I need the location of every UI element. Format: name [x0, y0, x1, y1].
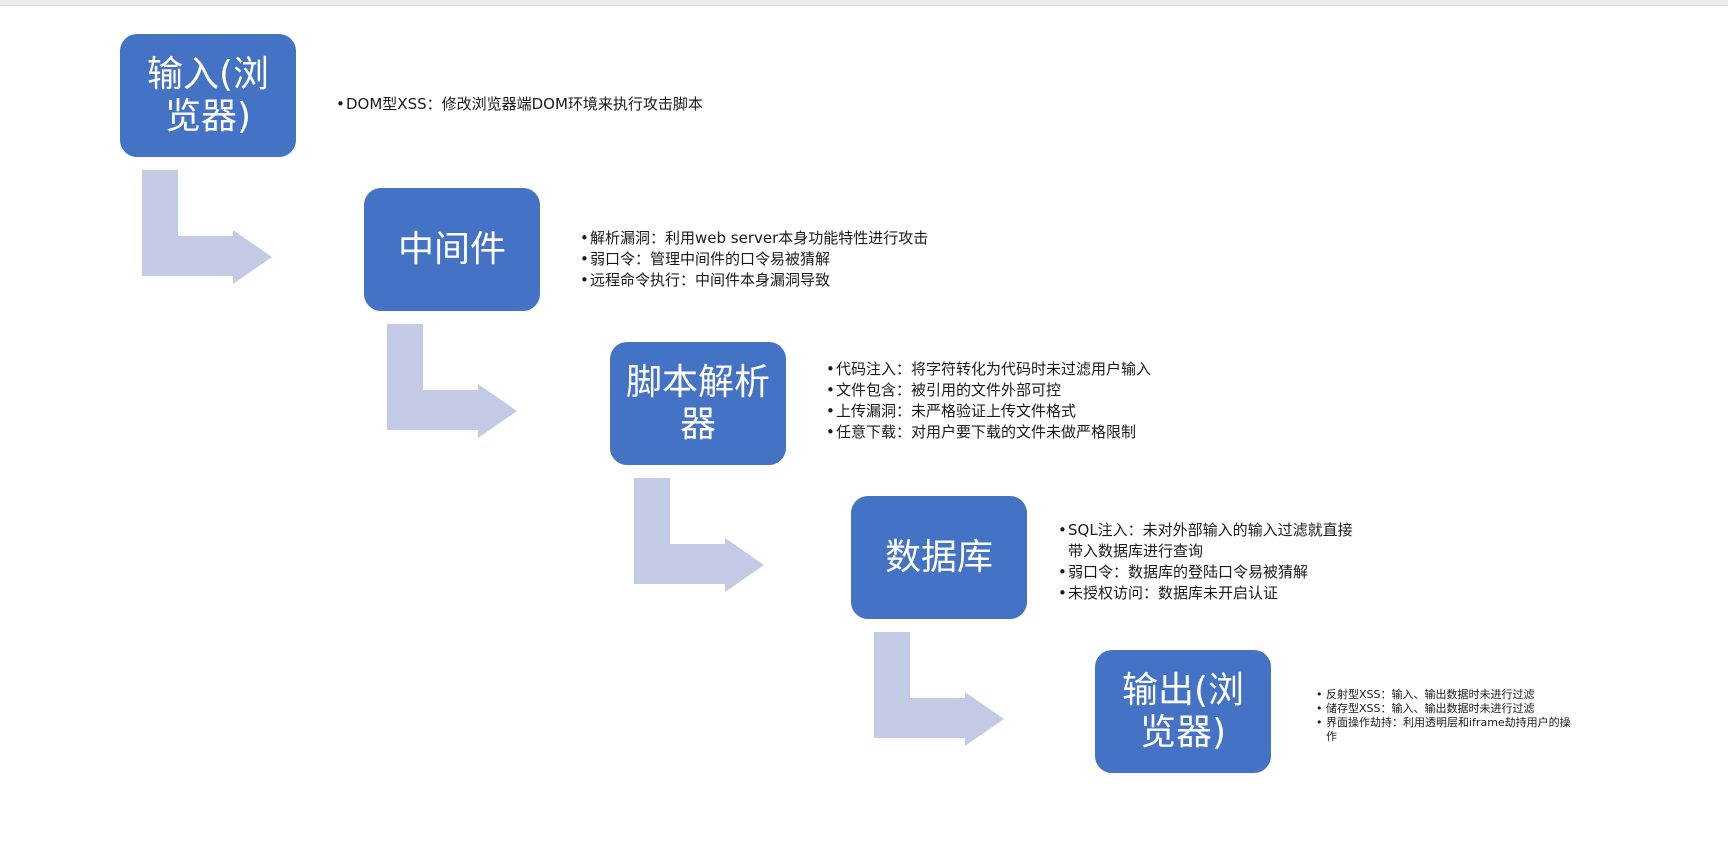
window-top-border — [0, 0, 1728, 6]
bullet-item: 远程命令执行：中间件本身漏洞导致 — [580, 270, 1040, 291]
step-box-script-parser: 脚本解析器 — [610, 342, 786, 465]
bent-arrow-2 — [387, 324, 517, 438]
bullet-item: 储存型XSS：输入、输出数据时未进行过滤 — [1316, 702, 1576, 716]
step-label: 输入(浏览器) — [146, 53, 270, 137]
step-bullets-output-browser: 反射型XSS：输入、输出数据时未进行过滤 储存型XSS：输入、输出数据时未进行过… — [1316, 688, 1576, 744]
step-label: 脚本解析器 — [625, 361, 770, 445]
step-box-output-browser: 输出(浏览器) — [1095, 650, 1271, 773]
bullet-item: DOM型XSS：修改浏览器端DOM环境来执行攻击脚本 — [336, 94, 796, 115]
step-label: 数据库 — [884, 536, 993, 578]
bullet-item: SQL注入：未对外部输入的输入过滤就直接带入数据库进行查询 — [1058, 520, 1358, 562]
bullet-item: 反射型XSS：输入、输出数据时未进行过滤 — [1316, 688, 1576, 702]
step-label: 中间件 — [397, 228, 506, 270]
step-box-middleware: 中间件 — [364, 188, 540, 311]
bullet-item: 弱口令：管理中间件的口令易被猜解 — [580, 249, 1040, 270]
bullet-item: 弱口令：数据库的登陆口令易被猜解 — [1058, 562, 1358, 583]
step-bullets-input-browser: DOM型XSS：修改浏览器端DOM环境来执行攻击脚本 — [336, 94, 796, 115]
bullet-item: 解析漏洞：利用web server本身功能特性进行攻击 — [580, 228, 1040, 249]
step-box-database: 数据库 — [851, 496, 1027, 619]
bullet-item: 文件包含：被引用的文件外部可控 — [826, 380, 1286, 401]
bullet-item: 未授权访问：数据库未开启认证 — [1058, 583, 1358, 604]
bent-arrow-4 — [874, 632, 1004, 746]
bullet-item: 上传漏洞：未严格验证上传文件格式 — [826, 401, 1286, 422]
bullet-item: 代码注入：将字符转化为代码时未过滤用户输入 — [826, 359, 1286, 380]
step-bullets-script-parser: 代码注入：将字符转化为代码时未过滤用户输入 文件包含：被引用的文件外部可控 上传… — [826, 359, 1286, 443]
step-box-input-browser: 输入(浏览器) — [120, 34, 296, 157]
bullet-item: 任意下载：对用户要下载的文件未做严格限制 — [826, 422, 1286, 443]
step-bullets-middleware: 解析漏洞：利用web server本身功能特性进行攻击 弱口令：管理中间件的口令… — [580, 228, 1040, 291]
bullet-item: 界面操作劫持：利用透明层和iframe劫持用户的操作 — [1316, 716, 1576, 744]
step-label: 输出(浏览器) — [1121, 669, 1245, 753]
step-bullets-database: SQL注入：未对外部输入的输入过滤就直接带入数据库进行查询 弱口令：数据库的登陆… — [1058, 520, 1358, 604]
bent-arrow-1 — [142, 170, 272, 284]
bent-arrow-3 — [634, 478, 764, 592]
